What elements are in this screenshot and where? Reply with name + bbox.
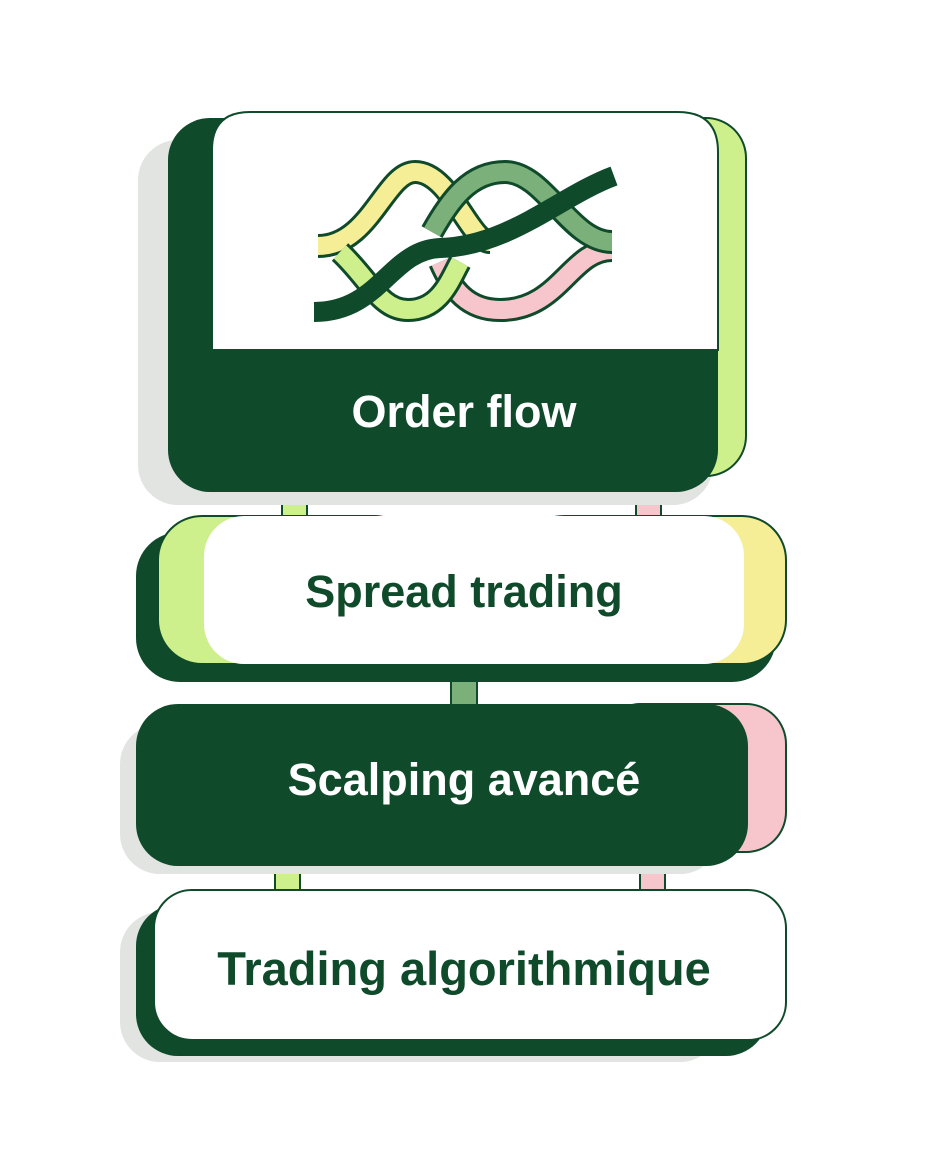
card-scalping-avance: Scalping avancé [120,703,787,874]
intertwined-waves-icon [313,159,618,323]
card-label: Order flow [351,386,577,437]
card-spread-trading: Spread trading [136,515,787,682]
card-dark-face [136,704,748,866]
card-label: Spread trading [305,566,623,617]
card-white-face [153,889,787,1041]
card-white-face [204,516,744,664]
card-order-flow: Order flow [138,111,747,505]
card-label: Scalping avancé [288,754,641,805]
card-trading-algorithmique: Trading algorithmique [120,889,787,1062]
card-label: Trading algorithmique [217,942,711,995]
